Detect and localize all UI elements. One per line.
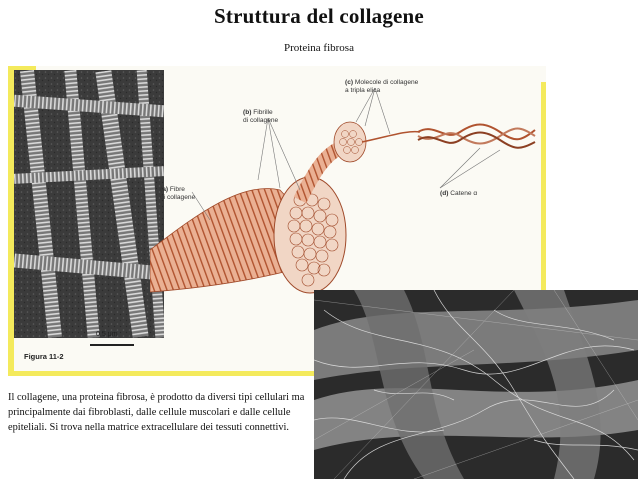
scale-bar <box>90 344 134 346</box>
slide-title: Struttura del collagene <box>214 4 424 28</box>
figure-border-bottom <box>8 371 314 376</box>
label-collagen-fibers: (a) Fibre di collagene <box>160 186 196 201</box>
scale-label: 0,5 μm <box>96 331 118 338</box>
label-collagen-fibrils: (b) Fibrille di collagene <box>243 109 279 124</box>
figure-border-left <box>8 66 14 376</box>
label-triple-helix-molecules: (c) Molecole di collagene a tripla elica <box>345 79 419 94</box>
description-text: Il collagene, una proteina fibrosa, è pr… <box>8 392 305 433</box>
figure-number: Figura 11-2 <box>24 352 64 361</box>
label-alpha-chains: (d) Catene α <box>440 190 478 197</box>
figure-border-top <box>8 66 36 70</box>
extracellular-matrix-micrograph <box>314 290 638 479</box>
collagen-fibers-micrograph <box>14 70 164 368</box>
collagen-hierarchy-illustration <box>150 87 536 294</box>
figure-border-right <box>541 82 546 290</box>
slide-subtitle: Proteina fibrosa <box>284 42 354 54</box>
